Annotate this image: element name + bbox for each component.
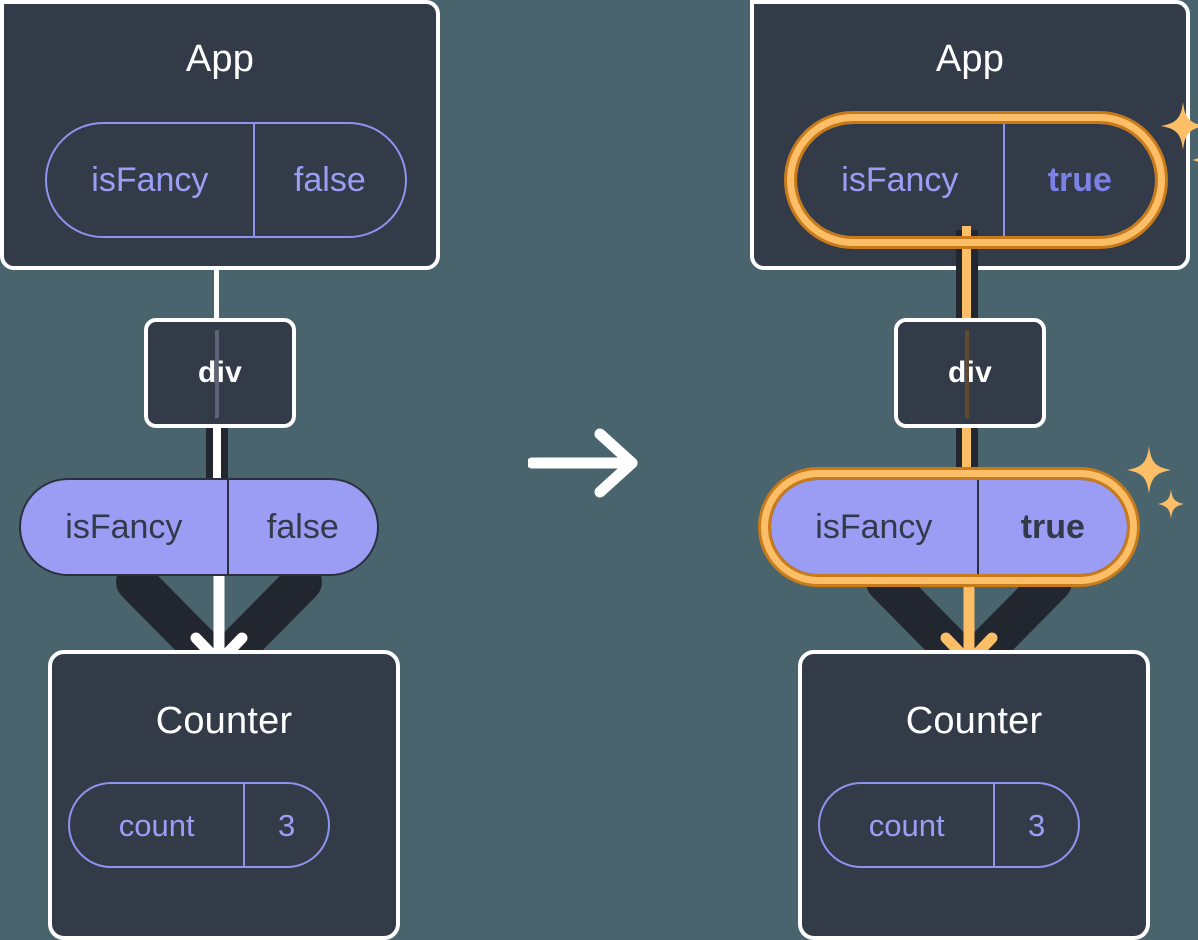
connector-app-to-div <box>214 266 219 326</box>
state-pill-count: count 3 <box>68 782 330 868</box>
component-title-div: div <box>198 356 242 389</box>
state-pill-value: true <box>1002 124 1155 236</box>
component-title-app: App <box>185 38 255 80</box>
component-title-app: App <box>935 38 1005 80</box>
panel-after: App isFancy true div <box>728 0 1198 940</box>
connector-app-to-div-core <box>962 226 971 334</box>
props-pill-key: isFancy <box>65 508 183 546</box>
connector-div-to-props-core <box>213 420 221 490</box>
state-pill-value: 3 <box>243 784 328 866</box>
state-pill-isfancy: isFancy false <box>45 122 407 238</box>
component-box-app: App isFancy false <box>0 0 440 270</box>
state-pill-value: 3 <box>993 784 1078 866</box>
state-pill-isfancy: isFancy true <box>795 122 1157 238</box>
props-pill-isfancy: isFancy true <box>769 478 1129 576</box>
props-pill-key: isFancy <box>815 508 933 546</box>
state-pill-key: count <box>118 807 195 843</box>
component-box-div: div <box>144 318 296 428</box>
connector-through-div <box>965 330 969 418</box>
connector-div-to-props-core <box>962 420 971 490</box>
component-title-counter: Counter <box>155 700 293 742</box>
props-pill-isfancy: isFancy false <box>19 478 379 576</box>
state-pill-key: count <box>868 807 945 843</box>
sparkle-icon <box>1158 100 1198 178</box>
state-pill-key: isFancy <box>91 161 209 199</box>
sparkle-icon <box>1124 444 1186 522</box>
state-pill-key: isFancy <box>841 161 959 199</box>
panel-before: App isFancy false div isFancy false <box>0 0 448 940</box>
state-pill-value: false <box>252 124 405 236</box>
component-box-div: div <box>894 318 1046 428</box>
props-pill-value: false <box>226 480 377 574</box>
props-pill-value: true <box>976 480 1127 574</box>
component-title-div: div <box>948 356 992 389</box>
connector-through-div <box>215 330 219 418</box>
transition-right-arrow-icon <box>528 428 648 498</box>
state-pill-count: count 3 <box>818 782 1080 868</box>
component-title-counter: Counter <box>905 700 1043 742</box>
